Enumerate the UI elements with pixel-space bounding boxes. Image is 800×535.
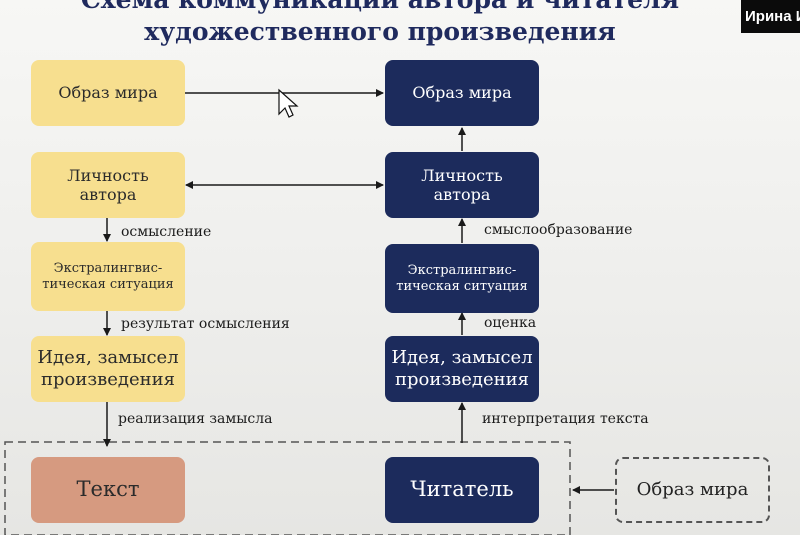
reader-box: Читатель <box>385 457 539 523</box>
mouse-cursor-icon <box>278 88 299 118</box>
reader-extralinguistic-box: Экстралингвис-тическая ситуация <box>385 244 539 313</box>
reader-world-image-box: Образ мира <box>385 60 539 126</box>
title-line-1: Схема коммуникации автора и читателя <box>0 0 760 14</box>
reader-idea-box: Идея, замысел произведения <box>385 336 539 402</box>
label-evaluation: оценка <box>484 315 537 331</box>
bottom-group-outline <box>4 441 571 535</box>
reader-personality-box: Личность автора <box>385 152 539 218</box>
label-idea-realization: реализация замысла <box>118 411 273 427</box>
author-world-image-box: Образ мира <box>31 60 185 126</box>
author-extralinguistic-box: Экстралингвис-тическая ситуация <box>31 242 185 311</box>
author-idea-box: Идея, замысел произведения <box>31 336 185 402</box>
author-personality-box: Личность автора <box>31 152 185 218</box>
label-comprehension-result: результат осмысления <box>121 316 290 332</box>
title-line-2: художественного произведения <box>144 17 616 46</box>
label-meaning-formation: смыслообразование <box>484 222 633 238</box>
reader-world-image-dashed-box: Образ мира <box>615 457 770 523</box>
text-box: Текст <box>31 457 185 523</box>
participant-name-tag: Ирина И <box>741 0 800 33</box>
label-comprehension: осмысление <box>121 224 212 240</box>
label-text-interpretation: интерпретация текста <box>482 411 649 427</box>
